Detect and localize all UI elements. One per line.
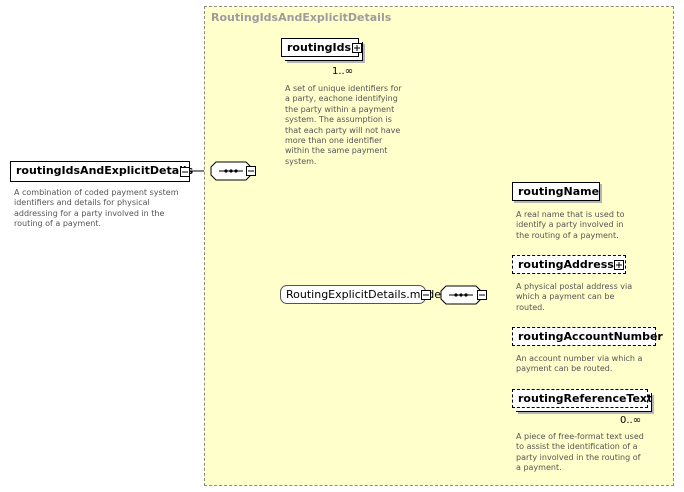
routing-address-element[interactable]: routingAddress (512, 255, 626, 274)
group-title: RoutingIdsAndExplicitDetails (211, 11, 392, 24)
root-element-label: routingIdsAndExplicitDetails (16, 164, 194, 177)
group-box (204, 6, 674, 486)
sequence-compositor-icon[interactable] (210, 161, 258, 181)
collapse-icon[interactable] (421, 290, 431, 300)
root-element[interactable]: routingIdsAndExplicitDetails (10, 161, 194, 182)
collapse-icon[interactable] (477, 290, 487, 300)
routing-ids-element[interactable]: routingIds (281, 38, 359, 57)
routing-reference-text-element[interactable]: routingReferenceText (512, 389, 652, 408)
routing-account-number-element[interactable]: routingAccountNumber (512, 327, 663, 346)
sequence-compositor-icon[interactable] (440, 285, 488, 305)
routing-name-label: routingName (518, 185, 600, 198)
routing-reference-text-label: routingReferenceText (518, 392, 653, 405)
routing-ids-cardinality: 1..∞ (332, 66, 354, 77)
routing-name-description: A real name that is used to identify a p… (516, 210, 625, 240)
routing-reference-text-description: A piece of free-format text used to assi… (516, 432, 644, 473)
routing-ids-description: A set of unique identifiers for a party,… (285, 84, 402, 166)
expand-icon[interactable] (352, 43, 362, 53)
routing-name-element[interactable]: routingName (512, 182, 600, 201)
routing-ids-label: routingIds (287, 41, 352, 54)
routing-account-number-description: An account number via which a payment ca… (516, 354, 643, 374)
routing-reference-text-cardinality: 0..∞ (620, 415, 642, 426)
collapse-icon[interactable] (246, 166, 256, 176)
routing-address-label: routingAddress (518, 258, 614, 271)
collapse-icon[interactable] (180, 167, 190, 177)
model-group-label: RoutingExplicitDetails.model (286, 288, 445, 301)
routing-address-description: A physical postal address via which a pa… (516, 282, 633, 312)
expand-icon[interactable] (614, 260, 624, 270)
routing-account-number-label: routingAccountNumber (518, 330, 663, 343)
root-description: A combination of coded payment system id… (14, 188, 179, 229)
model-group-node[interactable]: RoutingExplicitDetails.model (280, 285, 444, 304)
